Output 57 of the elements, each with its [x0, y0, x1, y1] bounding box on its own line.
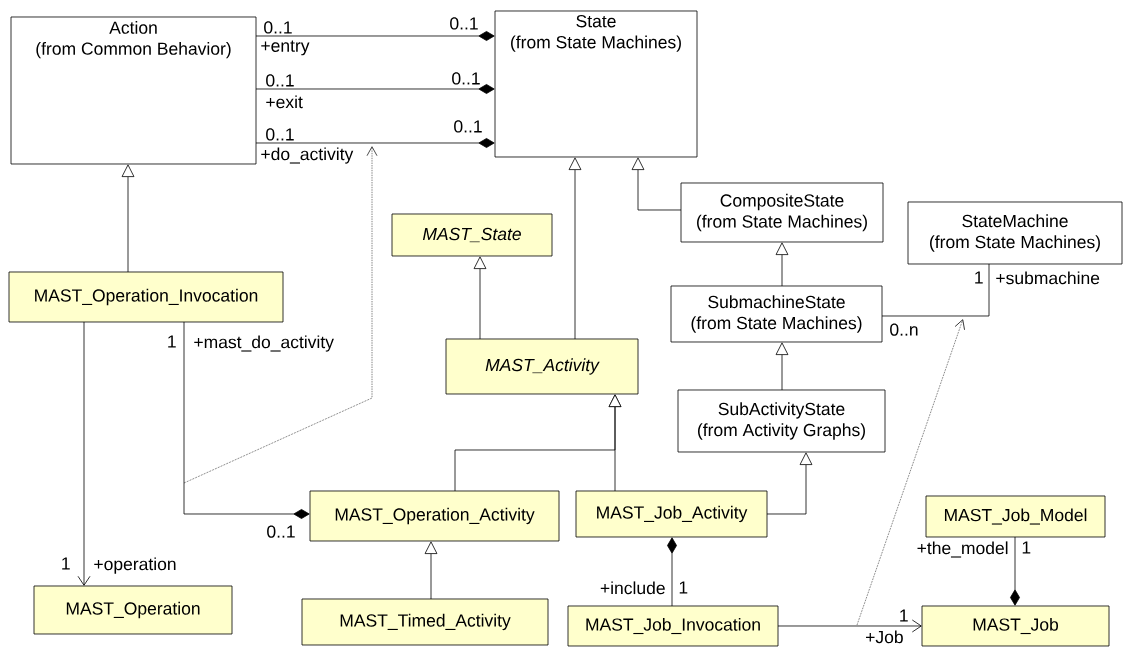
- role-name: +do_activity: [261, 147, 354, 164]
- class-box: SubActivityState (from Activity Graphs): [677, 389, 886, 453]
- multiplicity-label: 0..1: [452, 72, 480, 85]
- class-box: State (from State Machines): [494, 10, 698, 158]
- class-box: MAST_Operation: [33, 585, 233, 635]
- composition-line: [255, 84, 495, 94]
- generalization-arrow: [568, 157, 582, 340]
- class-box: MAST_Job: [921, 605, 1110, 647]
- class-box: SubmachineState (from State Machines): [670, 285, 883, 343]
- multiplicity-label: 1: [1022, 541, 1031, 554]
- role-name: +entry: [261, 40, 310, 56]
- class-box: MAST_State: [391, 213, 553, 257]
- composition-line: [255, 31, 495, 41]
- association-arrow: [777, 619, 922, 633]
- multiplicity-label: 1: [679, 581, 688, 594]
- composition-line: [255, 138, 495, 148]
- association-arrow: [77, 321, 91, 586]
- class-box: Action (from Common Behavior): [10, 16, 257, 165]
- role-name: +Job: [866, 630, 903, 644]
- association-line: [881, 263, 990, 317]
- role-name: +operation: [94, 557, 176, 574]
- class-box: MAST_Timed_Activity: [301, 598, 549, 646]
- class-box: MAST_Job_Model: [925, 495, 1106, 538]
- multiplicity-label: 0..1: [450, 17, 478, 30]
- role-name: +include: [600, 581, 665, 595]
- generalization-arrow: [608, 394, 622, 492]
- multiplicity-label: 0..1: [266, 74, 294, 87]
- class-box: MAST_Activity: [445, 338, 639, 395]
- generalization-arrow: [775, 242, 789, 287]
- multiplicity-label: 0..1: [264, 21, 292, 34]
- class-box: MAST_Operation_Activity: [309, 490, 560, 542]
- multiplicity-label: 0..1: [267, 525, 295, 538]
- class-box: MAST_Job_Activity: [575, 490, 768, 538]
- role-name: +mast_do_activity: [194, 335, 334, 352]
- generalization-arrow: [775, 342, 789, 391]
- class-box: MAST_Job_Invocation: [567, 605, 779, 647]
- class-box: StateMachine (from State Machines): [907, 201, 1123, 265]
- multiplicity-label: 0..1: [266, 128, 294, 141]
- composition-line: [667, 537, 677, 607]
- class-box: MAST_Operation_Invocation: [8, 271, 284, 323]
- generalization-arrow: [121, 164, 135, 273]
- generalization-arrow: [631, 157, 682, 211]
- multiplicity-label: 1: [62, 557, 70, 570]
- composition-line: [183, 321, 310, 519]
- multiplicity-label: 1: [900, 609, 908, 622]
- composition-line: [1010, 536, 1020, 606]
- multiplicity-label: 0..1: [454, 120, 482, 133]
- generalization-arrow: [766, 452, 813, 515]
- role-name: +submachine: [996, 271, 1100, 285]
- role-name: +exit: [266, 95, 303, 109]
- role-name: +the_model: [917, 541, 1008, 558]
- role-name: 0..n: [890, 323, 918, 336]
- multiplicity-label: 1: [168, 335, 176, 348]
- class-box: CompositeState (from State Machines): [680, 182, 884, 243]
- multiplicity-label: 1: [975, 271, 983, 284]
- generalization-arrow: [473, 256, 487, 340]
- generalization-arrow: [424, 541, 438, 600]
